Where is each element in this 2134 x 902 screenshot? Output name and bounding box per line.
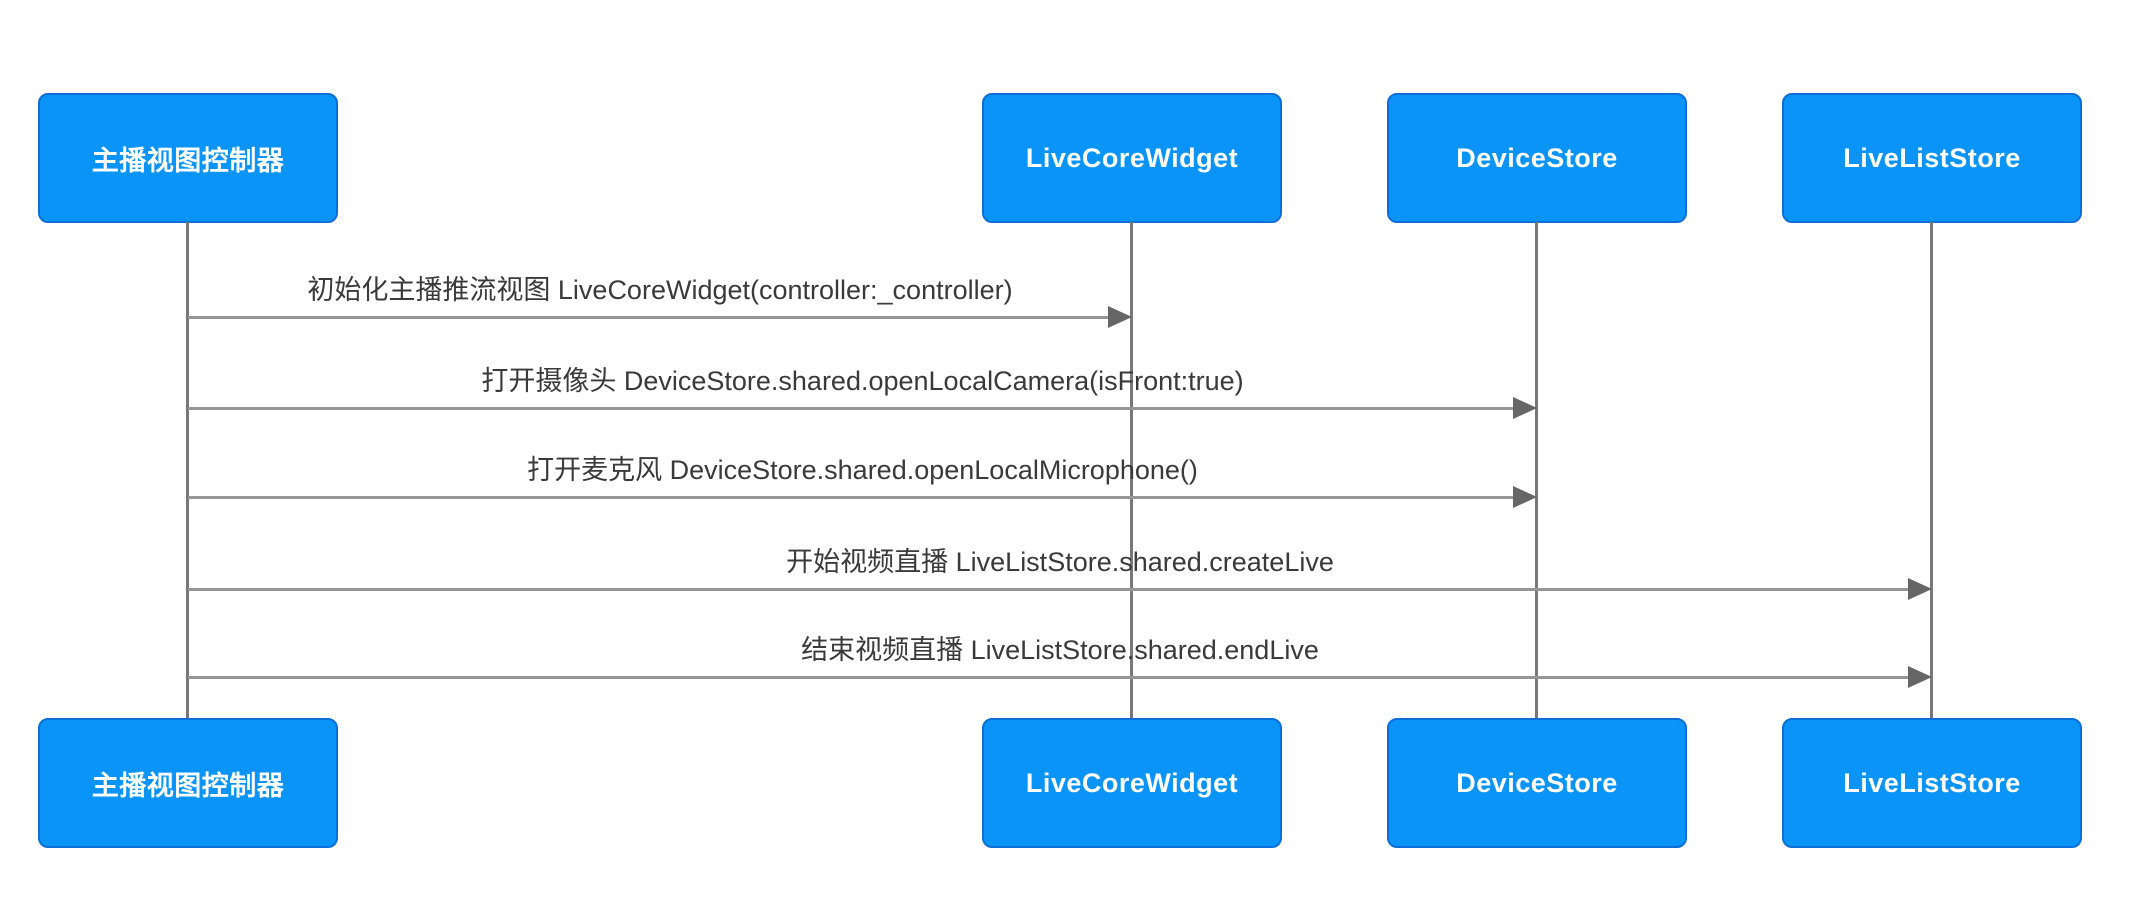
actor-bottom-devicestore: DeviceStore (1387, 718, 1687, 848)
arrow-head-icon (1513, 486, 1537, 508)
actor-top-devicestore: DeviceStore (1387, 93, 1687, 223)
actor-label: DeviceStore (1456, 142, 1618, 173)
message-3-label: 打开麦克风 DeviceStore.shared.openLocalMicrop… (527, 455, 1198, 485)
actor-top-livecorewidget: LiveCoreWidget (982, 93, 1282, 223)
actor-label: 主播视图控制器 (91, 770, 285, 801)
lifeline-liveliststore (1930, 222, 1933, 719)
message-2-line (188, 407, 1515, 410)
message-5-label: 结束视频直播 LiveListStore.shared.endLive (801, 635, 1319, 665)
lifeline-livecorewidget (1130, 222, 1133, 719)
actor-top-anchor-view-controller: 主播视图控制器 (38, 93, 338, 223)
actor-bottom-livecorewidget: LiveCoreWidget (982, 718, 1282, 848)
message-4-line (188, 588, 1910, 591)
arrow-head-icon (1908, 578, 1932, 600)
actor-label: LiveCoreWidget (1025, 142, 1239, 173)
message-2-label: 打开摄像头 DeviceStore.shared.openLocalCamera… (481, 366, 1244, 396)
actor-label: LiveListStore (1843, 767, 2021, 798)
actor-label: LiveListStore (1843, 142, 2021, 173)
message-1-line (188, 316, 1110, 319)
arrow-head-icon (1513, 397, 1537, 419)
message-3-line (188, 496, 1515, 499)
arrow-head-icon (1108, 306, 1132, 328)
actor-top-liveliststore: LiveListStore (1782, 93, 2082, 223)
actor-label: DeviceStore (1456, 767, 1618, 798)
lifeline-devicestore (1535, 222, 1538, 719)
actor-label: 主播视图控制器 (91, 145, 285, 176)
actor-bottom-anchor-view-controller: 主播视图控制器 (38, 718, 338, 848)
message-4-label: 开始视频直播 LiveListStore.shared.createLive (786, 547, 1334, 577)
message-1-label: 初始化主播推流视图 LiveCoreWidget(controller:_con… (307, 275, 1013, 305)
actor-label: LiveCoreWidget (1025, 767, 1239, 798)
message-5-line (188, 676, 1910, 679)
lifeline-anchor-view-controller (186, 222, 189, 719)
arrow-head-icon (1908, 666, 1932, 688)
actor-bottom-liveliststore: LiveListStore (1782, 718, 2082, 848)
